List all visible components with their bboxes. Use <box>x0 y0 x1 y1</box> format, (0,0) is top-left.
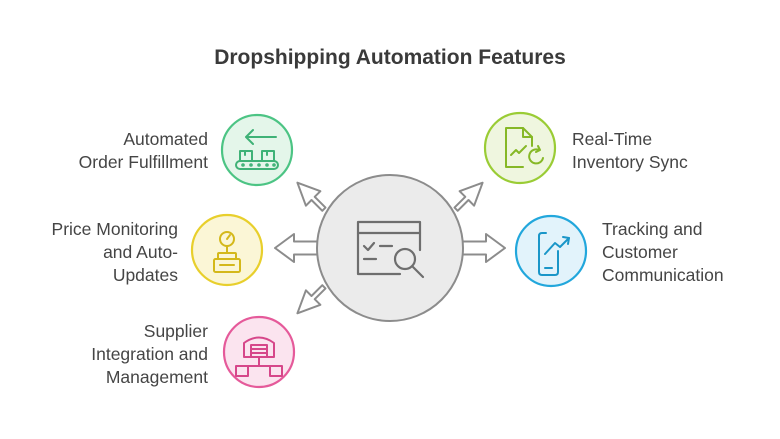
feature-label-order: Automated Order Fulfillment <box>79 128 208 174</box>
arrow-inventory <box>453 181 484 212</box>
feature-label-line: Communication <box>602 265 724 285</box>
feature-label-tracking: Tracking and Customer Communication <box>602 218 724 287</box>
feature-label-line: Order Fulfillment <box>78 152 208 172</box>
browser-search-icon <box>356 220 425 279</box>
feature-label-inventory: Real-Time Inventory Sync <box>572 128 688 174</box>
arrow-supplier <box>296 284 327 315</box>
document-sync-icon <box>505 127 544 168</box>
feature-label-line: Updates <box>112 265 178 285</box>
gauge-icon <box>213 231 241 273</box>
feature-label-supplier: Supplier Integration and Management <box>91 320 208 389</box>
feature-label-line: and Auto- <box>103 242 178 262</box>
feature-node-supplier <box>222 315 296 389</box>
warehouse-network-icon <box>235 336 283 377</box>
feature-label-price: Price Monitoring and Auto- Updates <box>52 218 178 287</box>
feature-label-line: Real-Time <box>572 129 653 149</box>
diagram-title: Dropshipping Automation Features <box>214 46 566 69</box>
feature-node-price <box>190 213 264 287</box>
hub-node <box>316 174 464 322</box>
feature-node-inventory <box>483 111 557 185</box>
feature-label-line: Automated <box>123 129 208 149</box>
feature-node-order <box>220 113 294 187</box>
feature-label-line: Integration and <box>91 344 208 364</box>
phone-trend-icon <box>538 232 570 276</box>
feature-label-line: Management <box>105 367 208 387</box>
feature-label-line: Customer <box>602 242 678 262</box>
feature-label-line: Tracking and <box>602 219 703 239</box>
connector-arrows <box>274 181 506 315</box>
feature-label-line: Inventory Sync <box>572 152 688 172</box>
feature-node-tracking <box>514 214 588 288</box>
feature-label-line: Supplier <box>143 321 208 341</box>
conveyor-belt-icon <box>235 129 279 170</box>
arrow-order <box>296 181 327 212</box>
feature-label-line: Price Monitoring <box>51 219 178 239</box>
arrow-tracking <box>461 233 506 263</box>
arrow-price <box>274 233 319 263</box>
